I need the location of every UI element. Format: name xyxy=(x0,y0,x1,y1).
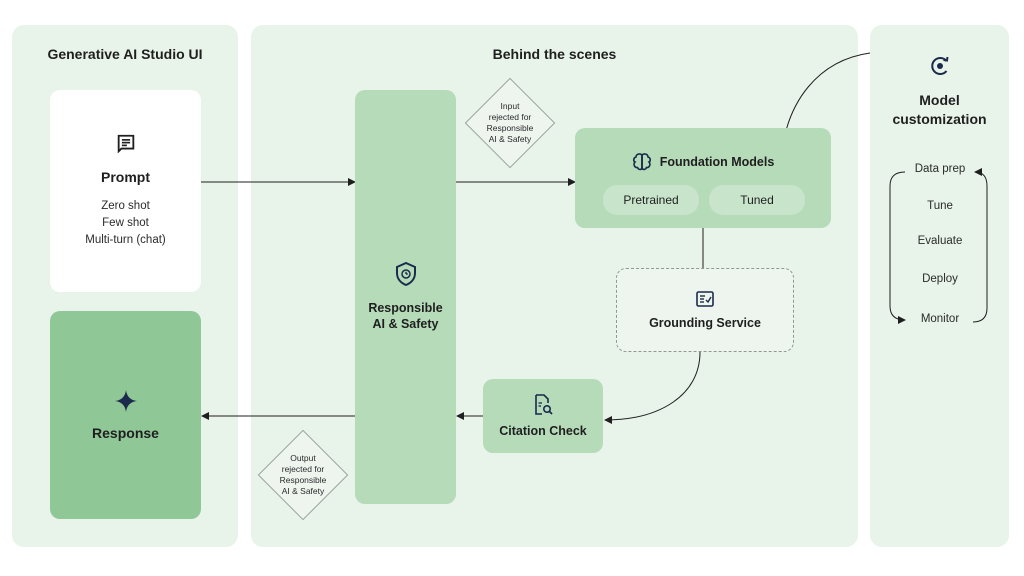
arrow-grounding-to-citation xyxy=(604,351,701,424)
output-rejected-text: Output rejected for Responsible AI & Saf… xyxy=(258,430,348,520)
prompt-box: Prompt Zero shot Few shot Multi-turn (ch… xyxy=(50,90,201,292)
pretrained-pill: Pretrained xyxy=(603,185,699,215)
loop-left-bracket xyxy=(889,171,906,324)
step-tune: Tune xyxy=(927,200,953,212)
output-rejected-diamond: Output rejected for Responsible AI & Saf… xyxy=(257,429,349,521)
input-rejected-line: rejected for xyxy=(488,112,532,122)
tuned-pill: Tuned xyxy=(709,185,805,215)
search-document-icon xyxy=(535,394,553,415)
checklist-icon xyxy=(696,290,714,307)
input-rejected-line: Responsible xyxy=(486,123,534,133)
loop-right-bracket xyxy=(972,168,988,323)
output-rejected-line: Output xyxy=(290,453,316,463)
prompt-title: Prompt xyxy=(101,169,150,185)
step-data-prep: Data prep xyxy=(914,163,966,175)
grounding-service-title: Grounding Service xyxy=(649,315,761,330)
foundation-models-title: Foundation Models xyxy=(659,155,775,169)
output-rejected-line: AI & Safety xyxy=(281,486,325,496)
customization-title-line1: Model xyxy=(919,92,960,108)
prompt-option-multi-turn: Multi-turn (chat) xyxy=(85,234,166,246)
sparkle-icon xyxy=(114,390,137,412)
foundation-models-box: Foundation Models Pretrained Tuned xyxy=(575,128,831,228)
citation-check-title: Citation Check xyxy=(499,424,587,438)
shield-icon xyxy=(395,262,416,286)
prompt-option-zero-shot: Zero shot xyxy=(101,200,150,212)
prompt-option-few-shot: Few shot xyxy=(102,217,149,229)
responsible-ai-box: Responsible AI & Safety xyxy=(355,90,456,504)
grounding-service-box: Grounding Service xyxy=(616,268,794,352)
foundation-models-header: Foundation Models xyxy=(575,153,831,171)
citation-check-box: Citation Check xyxy=(483,379,603,453)
response-box: Response xyxy=(50,311,201,519)
input-rejected-diamond: Input rejected for Responsible AI & Safe… xyxy=(464,77,556,169)
chat-icon xyxy=(117,134,134,154)
input-rejected-line: Input xyxy=(500,101,520,111)
customization-title-line2: customization xyxy=(892,111,987,127)
step-monitor: Monitor xyxy=(920,313,960,325)
responsible-ai-line2: AI & Safety xyxy=(372,317,439,331)
output-rejected-line: Responsible xyxy=(279,475,327,485)
customization-panel xyxy=(870,25,1009,547)
step-deploy: Deploy xyxy=(922,273,958,285)
responsible-ai-line1: Responsible xyxy=(368,301,443,315)
input-rejected-text: Input rejected for Responsible AI & Safe… xyxy=(465,78,555,168)
customization-header: Model customization xyxy=(870,55,1009,129)
cycle-icon xyxy=(930,56,948,75)
output-rejected-line: rejected for xyxy=(281,464,325,474)
input-rejected-line: AI & Safety xyxy=(488,134,532,144)
behind-scenes-title: Behind the scenes xyxy=(492,46,617,62)
response-title: Response xyxy=(92,425,159,441)
brain-icon xyxy=(632,153,651,171)
ui-panel-title: Generative AI Studio UI xyxy=(47,46,203,62)
step-evaluate: Evaluate xyxy=(917,235,963,247)
